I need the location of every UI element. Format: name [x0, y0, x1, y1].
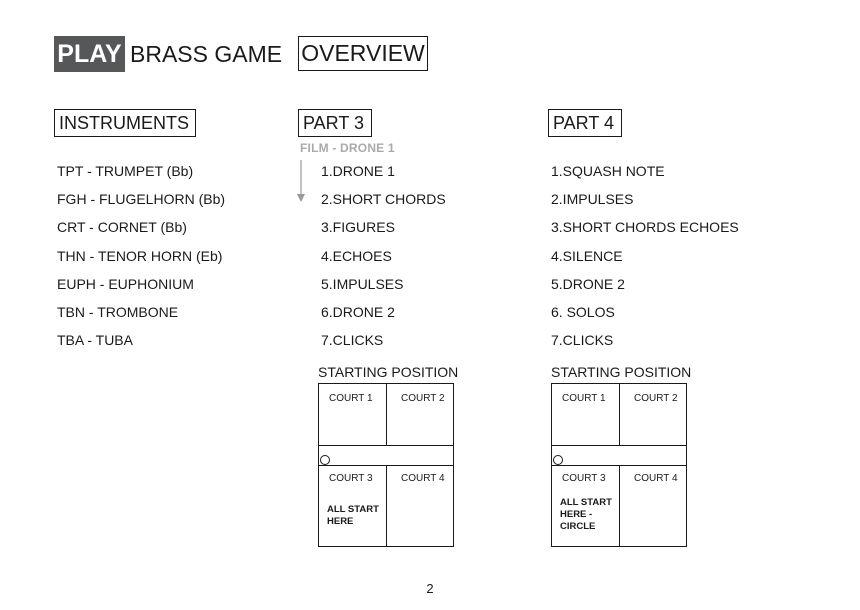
start-note: ALL START HERE - CIRCLE	[560, 497, 612, 532]
list-item: FGH - FLUGELHORN (Bb)	[57, 191, 226, 208]
page-title: BRASS GAME	[130, 41, 283, 67]
list-item: 2.IMPULSES	[551, 191, 634, 208]
part3-starting-position-label: STARTING POSITION	[318, 364, 459, 380]
list-item: 4.ECHOES	[321, 247, 392, 264]
list-item: 7.CLICKS	[321, 332, 384, 349]
divider	[386, 384, 387, 445]
court1-label: COURT 1	[329, 393, 373, 404]
part3-court-diagram: COURT 1 COURT 2 COURT 3 COURT 4 ALL STAR…	[318, 383, 454, 547]
court3-label: COURT 3	[562, 473, 606, 484]
instruments-list: TPT - TRUMPET (Bb) FGH - FLUGELHORN (Bb)…	[57, 161, 225, 358]
part3-heading: PART 3	[298, 109, 372, 137]
list-item: 6. SOLOS	[551, 303, 615, 320]
list-item: CRT - CORNET (Bb)	[57, 219, 187, 236]
court4-label: COURT 4	[401, 473, 445, 484]
list-item: 5.IMPULSES	[321, 275, 404, 292]
part3-list: 1.DRONE 1 2.SHORT CHORDS 3.FIGURES 4.ECH…	[321, 161, 446, 358]
start-note: ALL START HERE	[327, 504, 379, 527]
court3-label: COURT 3	[329, 473, 373, 484]
court2-label: COURT 2	[634, 393, 678, 404]
instruments-heading: INSTRUMENTS	[54, 109, 196, 137]
list-item: 1.DRONE 1	[321, 163, 395, 179]
part4-heading: PART 4	[548, 109, 622, 137]
list-item: EUPH - EUPHONIUM	[57, 275, 194, 292]
part4-starting-position-label: STARTING POSITION	[551, 364, 692, 380]
divider	[552, 445, 686, 446]
list-item: 7.CLICKS	[551, 332, 614, 349]
list-item: TBN - TROMBONE	[57, 303, 179, 320]
list-item: 3.SHORT CHORDS ECHOES	[551, 219, 739, 236]
list-item: THN - TENOR HORN (Eb)	[57, 247, 223, 264]
part4-list: 1.SQUASH NOTE 2.IMPULSES 3.SHORT CHORDS …	[551, 161, 739, 358]
list-item: 4.SILENCE	[551, 247, 623, 264]
divider	[619, 384, 620, 445]
circle-marker-icon	[553, 455, 563, 465]
divider	[319, 445, 453, 446]
list-item: 5.DRONE 2	[551, 275, 625, 292]
down-arrow-icon	[297, 160, 305, 202]
court1-label: COURT 1	[562, 393, 606, 404]
divider	[619, 465, 620, 546]
film-label: FILM - DRONE 1	[300, 141, 395, 155]
divider	[386, 465, 387, 546]
list-item: TPT - TRUMPET (Bb)	[57, 163, 194, 179]
list-item: 1.SQUASH NOTE	[551, 163, 665, 179]
overview-heading: OVERVIEW	[298, 36, 428, 71]
list-item: 2.SHORT CHORDS	[321, 191, 446, 208]
court4-label: COURT 4	[634, 473, 678, 484]
play-badge: PLAY	[54, 36, 125, 72]
circle-marker-icon	[320, 455, 330, 465]
page-number: 2	[426, 581, 434, 596]
list-item: TBA - TUBA	[57, 332, 133, 349]
list-item: 6.DRONE 2	[321, 303, 395, 320]
court2-label: COURT 2	[401, 393, 445, 404]
list-item: 3.FIGURES	[321, 219, 395, 236]
part4-court-diagram: COURT 1 COURT 2 COURT 3 COURT 4 ALL STAR…	[551, 383, 687, 547]
